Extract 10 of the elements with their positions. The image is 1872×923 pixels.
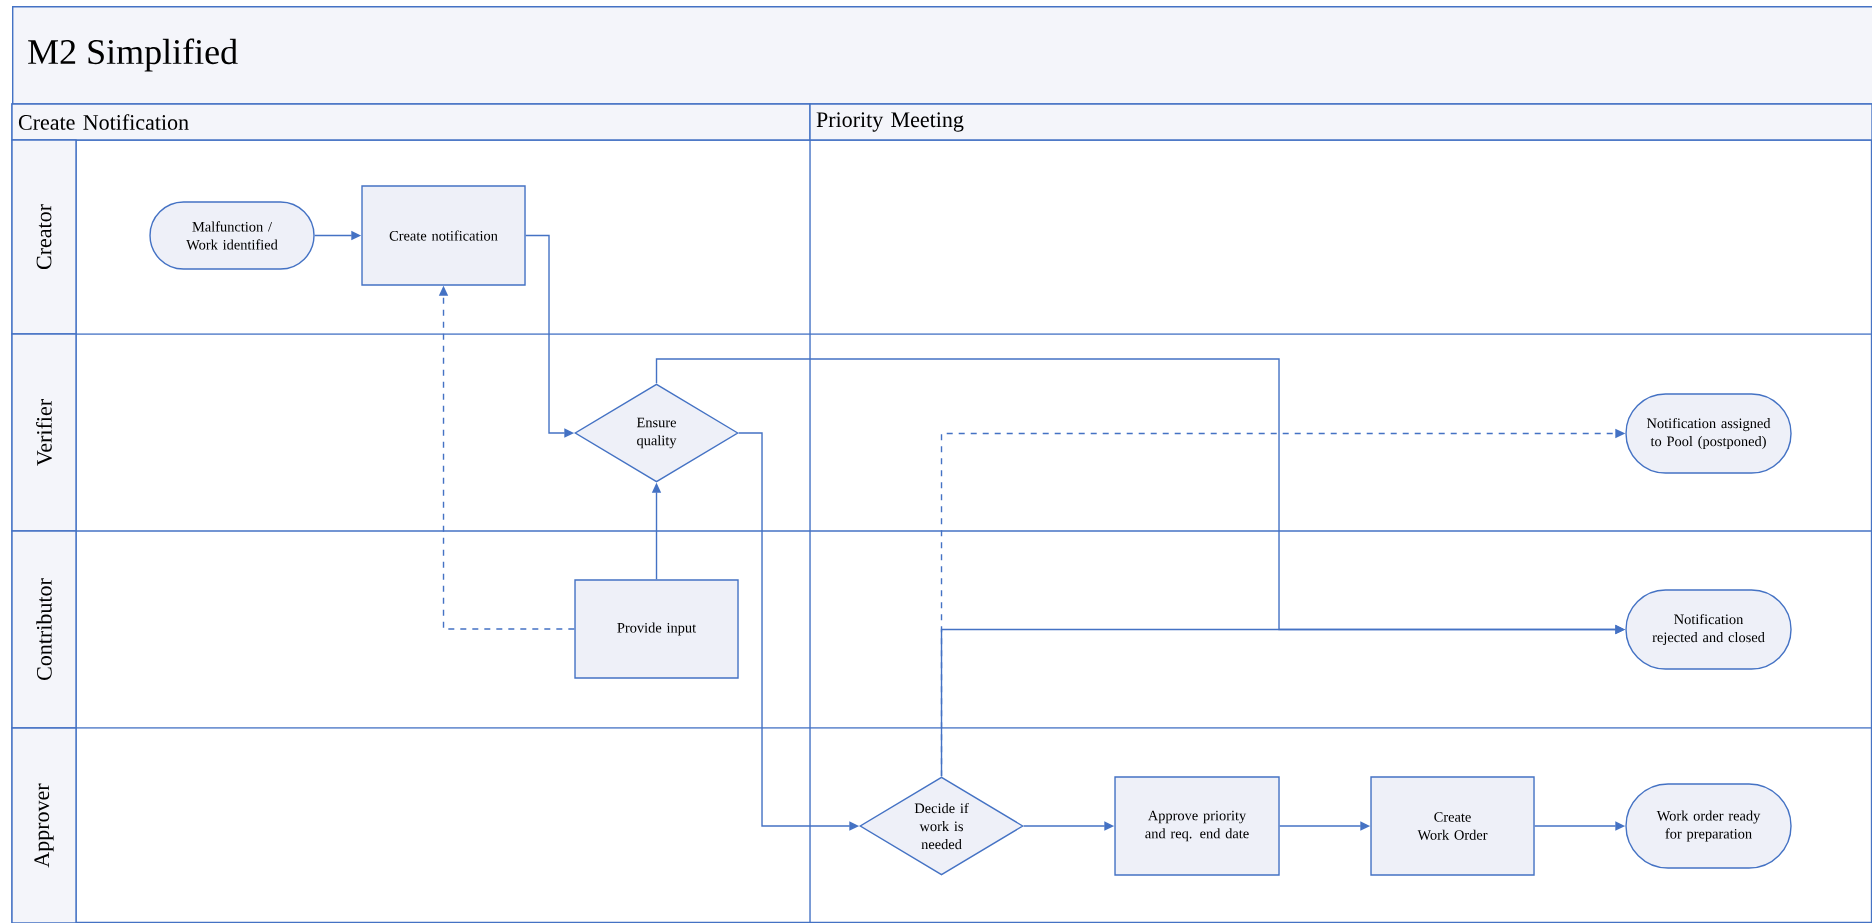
phase-header: Priority Meeting [809,103,1872,141]
process-box: Provide input [574,579,739,679]
lane-header: Verifier [11,333,77,532]
lane-header: Contributor [11,530,77,729]
process-box: Create notification [361,185,526,286]
lane-header: Approver [11,727,77,923]
process-box: Approve priority and req. end date [1114,776,1280,876]
process-box: Create Work Order [1370,776,1535,876]
lane-header: Creator [11,139,77,335]
title: M2 Simplified [28,38,238,72]
